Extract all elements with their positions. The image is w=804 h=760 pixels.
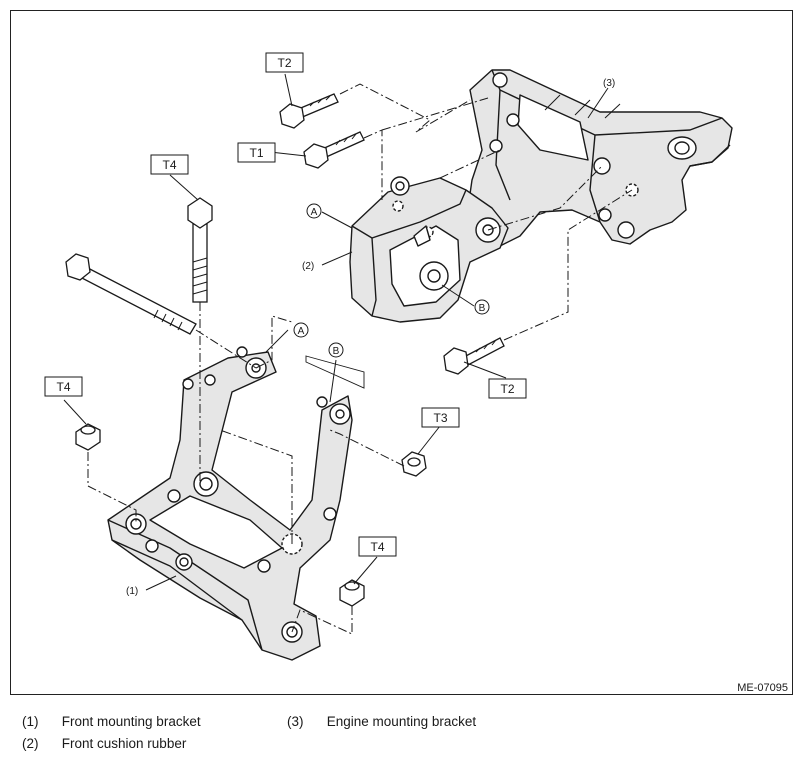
legend-item-3-number: (3): [287, 714, 304, 729]
callout-part-3: (3): [603, 78, 615, 89]
exploded-diagram: T2 T1 T4 T4 T3 T2 T4 A A B B (1) (2: [44, 52, 788, 694]
tag-t3: T3: [421, 407, 460, 428]
nut-t4-bottom: [339, 579, 365, 607]
tag-t4-left-nut-text: T4: [56, 380, 70, 394]
diagram-frame: [10, 10, 793, 695]
leader-lines: [63, 73, 609, 591]
callout-b-upper: B: [474, 299, 490, 315]
legend-item-2-text: Front cushion rubber: [61, 736, 187, 751]
legend-item-3: (3) Engine mounting bracket: [287, 714, 476, 729]
callout-a-upper: A: [306, 203, 322, 219]
legend-item-1-text: Front mounting bracket: [61, 714, 201, 729]
nut-t3: [401, 451, 427, 477]
callout-a-lower-text: A: [298, 326, 305, 337]
engine-mounting-bracket: [467, 69, 733, 247]
tag-t2-top: T2: [265, 52, 304, 73]
tag-t2-top-text: T2: [277, 56, 291, 70]
tag-t3-text: T3: [433, 411, 447, 425]
front-mounting-bracket: [107, 346, 353, 661]
bolt-t2-top: [279, 93, 339, 129]
legend-item-2: (2) Front cushion rubber: [22, 736, 186, 751]
front-cushion-rubber: [349, 176, 509, 323]
tag-t4-bottom-nut-text: T4: [370, 540, 384, 554]
callout-b-lower-text: B: [333, 346, 340, 357]
nut-t4-left: [75, 423, 101, 451]
figure-code: ME-07095: [737, 682, 788, 694]
tag-t1-text: T1: [249, 146, 263, 160]
legend-item-1: (1) Front mounting bracket: [22, 714, 201, 729]
tag-t2-right-text: T2: [500, 382, 514, 396]
tag-t4-bolt: T4: [150, 154, 189, 175]
bolt-t1: [303, 131, 365, 169]
callout-b-lower: B: [328, 342, 344, 358]
bolt-t4-vertical: [187, 197, 213, 303]
tag-t4-left-nut: T4: [44, 376, 83, 397]
bolt-t2-right: [443, 337, 505, 375]
legend-item-2-number: (2): [22, 736, 39, 751]
bolt-long-horizontal: [65, 253, 197, 335]
tag-t4-bolt-text: T4: [162, 158, 176, 172]
tag-t1: T1: [237, 142, 276, 163]
legend-item-3-text: Engine mounting bracket: [326, 714, 477, 729]
callout-part-1: (1): [126, 586, 138, 597]
alignment-lines: [87, 83, 633, 635]
callout-a-upper-text: A: [311, 207, 318, 218]
tag-t2-right: T2: [488, 378, 527, 399]
callout-a-lower: A: [293, 322, 309, 338]
legend-item-1-number: (1): [22, 714, 39, 729]
callout-part-2: (2): [302, 261, 314, 272]
callout-b-upper-text: B: [479, 303, 486, 314]
tag-t4-bottom-nut: T4: [358, 536, 397, 557]
